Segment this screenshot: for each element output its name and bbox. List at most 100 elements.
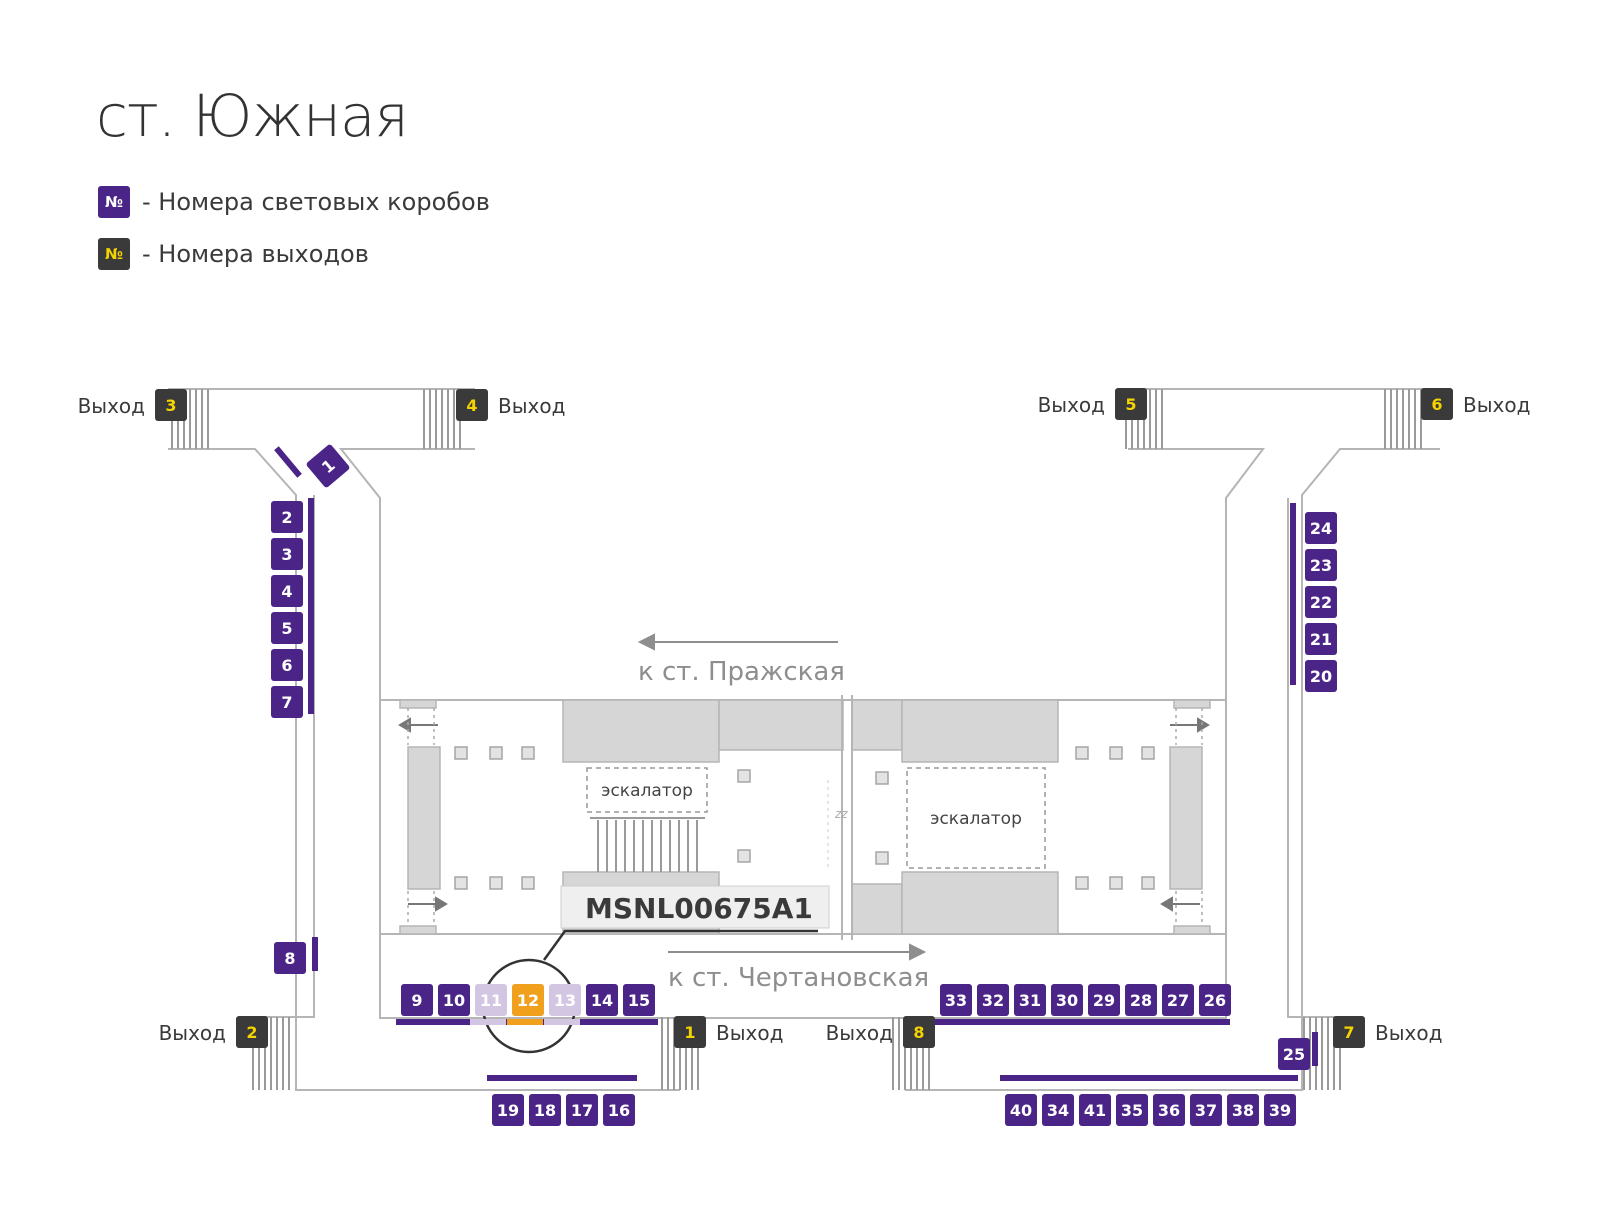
- lightbox-32: 32: [977, 984, 1009, 1016]
- wall-left-inner-line: [250, 495, 315, 1018]
- exit-number: 1: [684, 1023, 695, 1042]
- lightbox-box: [271, 649, 303, 681]
- lightbox-8: 8: [274, 942, 306, 974]
- lightbox-number: 4: [281, 582, 292, 601]
- exit-label: Выход: [78, 394, 145, 418]
- exit-number: 7: [1343, 1023, 1354, 1042]
- legend-exit-row: № - Номера выходов: [98, 238, 369, 270]
- lightbox-box: [401, 984, 433, 1016]
- lightbox-12: 12: [512, 984, 544, 1016]
- lightbox-5: 5: [271, 612, 303, 644]
- exit-1: 1 Выход: [674, 1016, 783, 1048]
- lightbox-number: 23: [1310, 556, 1332, 575]
- lightbox-3: 3: [271, 538, 303, 570]
- lightbox-box: [1305, 512, 1337, 544]
- step-left-bottom: [399, 925, 437, 935]
- lightbox-number: 10: [443, 991, 465, 1010]
- exit-number: 4: [466, 396, 477, 415]
- direction-upper-label: к ст. Пражская: [638, 657, 845, 687]
- lightbox-box: [271, 575, 303, 607]
- lightbox-box: [271, 538, 303, 570]
- lightbox-number: 37: [1195, 1101, 1217, 1120]
- lightbox-16: 16: [603, 1094, 635, 1126]
- lightbox-box: [1227, 1094, 1259, 1126]
- exit-label: Выход: [1375, 1021, 1442, 1045]
- lightbox-21: 21: [1305, 623, 1337, 655]
- lightbox-28: 28: [1125, 984, 1157, 1016]
- lightbox-number: 11: [480, 991, 502, 1010]
- lightbox-box: [1079, 1094, 1111, 1126]
- exit-4: 4 Выход: [456, 389, 565, 421]
- exit-number: 5: [1125, 395, 1136, 414]
- step-right-bottom: [1173, 925, 1211, 935]
- lightbox-strips: [274, 446, 1318, 1081]
- lightbox-box: [492, 1094, 524, 1126]
- lightbox-35: 35: [1116, 1094, 1148, 1126]
- exit-box: [1333, 1016, 1365, 1048]
- escalator-left-box: [586, 767, 708, 813]
- lightbox-19: 19: [492, 1094, 524, 1126]
- lightbox-box: [1005, 1094, 1037, 1126]
- lightbox-number: 12: [517, 991, 539, 1010]
- callout-code: MSNL00675A1: [585, 892, 813, 925]
- exit-label: Выход: [716, 1021, 783, 1045]
- lightbox-33: 33: [940, 984, 972, 1016]
- lightbox-box: [1264, 1094, 1296, 1126]
- exit-label: Выход: [498, 394, 565, 418]
- step-right-top: [1173, 699, 1211, 709]
- exit-7: 7 Выход: [1333, 1016, 1442, 1048]
- lightbox-17: 17: [566, 1094, 598, 1126]
- lightbox-number: 2: [281, 508, 292, 527]
- exit-box: [1115, 388, 1147, 420]
- escalator-steps: [597, 820, 698, 872]
- flow-dashes: [407, 708, 1203, 926]
- lightbox-number: 32: [982, 991, 1004, 1010]
- lightbox-box: [1305, 660, 1337, 692]
- block-lower-mid-right: [851, 883, 903, 935]
- lightbox-number: 8: [284, 949, 295, 968]
- lightbox-1: 1: [306, 444, 350, 488]
- lightbox-strip: [312, 937, 318, 971]
- platform-lower-outline: [379, 933, 1227, 1019]
- callout-box: [560, 885, 830, 929]
- step-left-top: [399, 699, 437, 709]
- lightbox-box: [586, 984, 618, 1016]
- exit-label: Выход: [826, 1021, 893, 1045]
- lightbox-number: 24: [1310, 519, 1332, 538]
- escalator-left-label: эскалатор: [601, 781, 693, 801]
- direction-arrows: [637, 633, 927, 961]
- lightbox-number: 31: [1019, 991, 1041, 1010]
- callout-leader: [542, 929, 818, 961]
- lightbox-box: [306, 444, 350, 488]
- block-upper-mid-right: [851, 699, 903, 751]
- column-right: [1169, 746, 1203, 890]
- lightbox-number: 5: [281, 619, 292, 638]
- lightbox-7: 7: [271, 686, 303, 718]
- lightbox-number: 17: [571, 1101, 593, 1120]
- lightbox-number: 6: [281, 656, 292, 675]
- wall-right-inner-top: [1128, 448, 1266, 700]
- legend-exit-text: - Номера выходов: [142, 240, 369, 268]
- lightbox-strip: [1290, 503, 1296, 685]
- lightbox-36: 36: [1153, 1094, 1185, 1126]
- lightbox-number: 21: [1310, 630, 1332, 649]
- lightbox-box: [1278, 1038, 1310, 1070]
- exit-box: [1421, 388, 1453, 420]
- lightbox-number: 34: [1047, 1101, 1069, 1120]
- lightbox-number: 25: [1283, 1045, 1305, 1064]
- lightbox-box: [1153, 1094, 1185, 1126]
- exit-box: [456, 389, 488, 421]
- lightbox-box: [1162, 984, 1194, 1016]
- lightbox-strip-faded: [544, 1019, 580, 1025]
- lightbox-15: 15: [623, 984, 655, 1016]
- lightbox-box: [549, 984, 581, 1016]
- page-title: ст. Южная: [96, 82, 409, 150]
- lightbox-26: 26: [1199, 984, 1231, 1016]
- lightbox-number: 13: [554, 991, 576, 1010]
- lightbox-strip-highlight: [507, 1019, 543, 1025]
- lightbox-18: 18: [529, 1094, 561, 1126]
- lightbox-41: 41: [1079, 1094, 1111, 1126]
- lightbox-number: 27: [1167, 991, 1189, 1010]
